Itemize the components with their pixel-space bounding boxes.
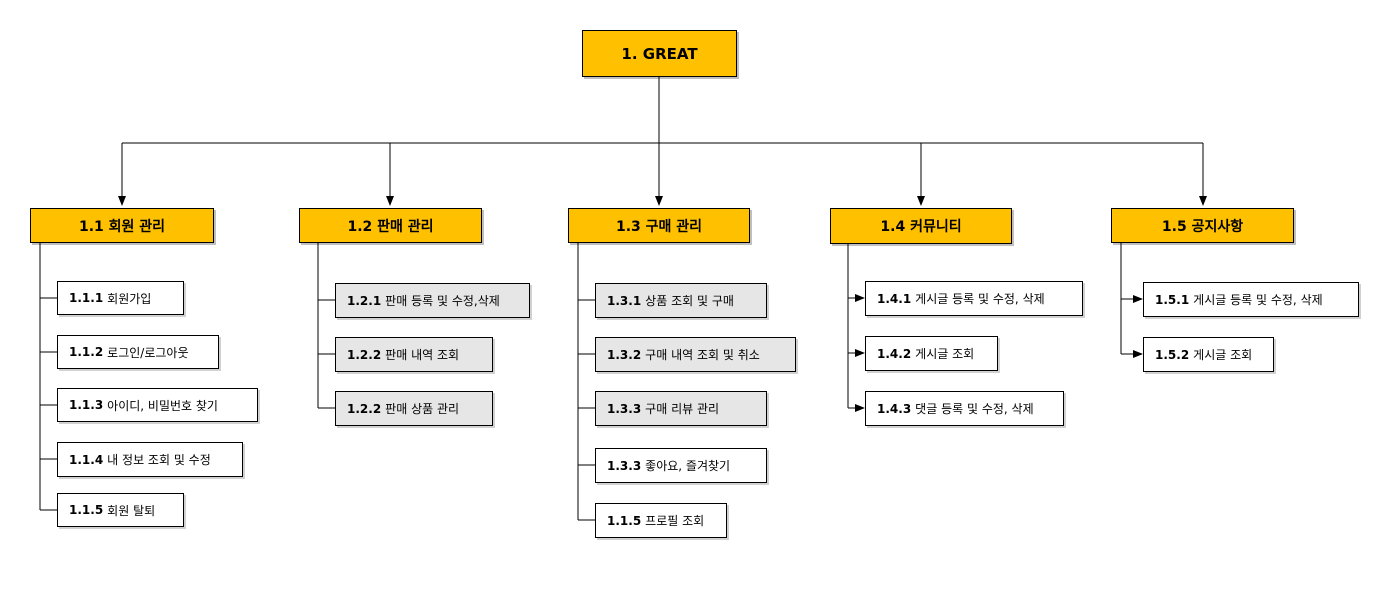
node-number: 1.5.2: [1155, 347, 1190, 362]
section-label: 1.2 판매 관리: [347, 218, 434, 235]
root-label: 1. GREAT: [621, 44, 698, 63]
node-number: 1.2.1: [347, 293, 382, 308]
section-label: 1.4 커뮤니티: [880, 219, 962, 235]
node-number: 1.1.1: [69, 291, 104, 305]
root-node: 1. GREAT: [582, 30, 737, 77]
node-number: 1.2.2: [347, 347, 382, 362]
node-number: 1.1.2: [69, 345, 104, 359]
node-text: 게시글 조회: [1193, 348, 1253, 362]
section-label: 1.1 회원 관리: [78, 218, 166, 235]
section-header-sales: 1.2 판매 관리: [299, 208, 482, 243]
section-label: 1.5 공지사항: [1161, 218, 1244, 235]
node-number: 1.2.2: [347, 401, 382, 416]
node-number: 1.3.2: [607, 347, 642, 362]
node-text: 댓글 등록 및 수정, 삭제: [915, 402, 1034, 416]
node-text: 구매 리뷰 관리: [645, 402, 720, 416]
node-number: 1.4.3: [877, 401, 912, 416]
node-text: 게시글 등록 및 수정, 삭제: [915, 292, 1045, 306]
node-number: 1.3.3: [607, 458, 642, 473]
node-number: 1.3.1: [607, 293, 642, 308]
node-text: 회원 탈퇴: [107, 503, 156, 518]
section-header-notice: 1.5 공지사항: [1111, 208, 1294, 243]
section-header-purchase: 1.3 구매 관리: [568, 208, 750, 243]
node-text: 판매 등록 및 수정,삭제: [385, 294, 500, 308]
node-number: 1.1.5: [69, 503, 104, 517]
node-number: 1.1.4: [69, 452, 104, 467]
node-text: 회원가입: [107, 291, 152, 306]
node-text: 구매 내역 조회 및 취소: [645, 348, 760, 362]
node-number: 1.1.5: [607, 513, 642, 528]
node-text: 판매 내역 조회: [385, 348, 460, 362]
node-number: 1.1.3: [69, 398, 104, 412]
node-text: 게시글 등록 및 수정, 삭제: [1193, 293, 1323, 307]
node-text: 판매 상품 관리: [385, 402, 460, 416]
node-text: 좋아요, 즐겨찾기: [645, 459, 731, 473]
node-text: 로그인/로그아웃: [107, 345, 189, 360]
node-number: 1.4.1: [877, 291, 912, 306]
section-label: 1.3 구매 관리: [615, 218, 703, 235]
node-number: 1.3.3: [607, 401, 642, 416]
node-number: 1.4.2: [877, 346, 912, 361]
section-header-member: 1.1 회원 관리: [30, 208, 214, 243]
node-text: 게시글 조회: [915, 347, 975, 361]
node-text: 프로필 조회: [645, 514, 705, 528]
section-header-community: 1.4 커뮤니티: [830, 208, 1012, 244]
node-text: 상품 조회 및 구매: [645, 294, 734, 308]
node-text: 아이디, 비밀번호 찾기: [107, 398, 218, 413]
node-text: 내 정보 조회 및 수정: [107, 453, 211, 467]
node-number: 1.5.1: [1155, 292, 1190, 307]
